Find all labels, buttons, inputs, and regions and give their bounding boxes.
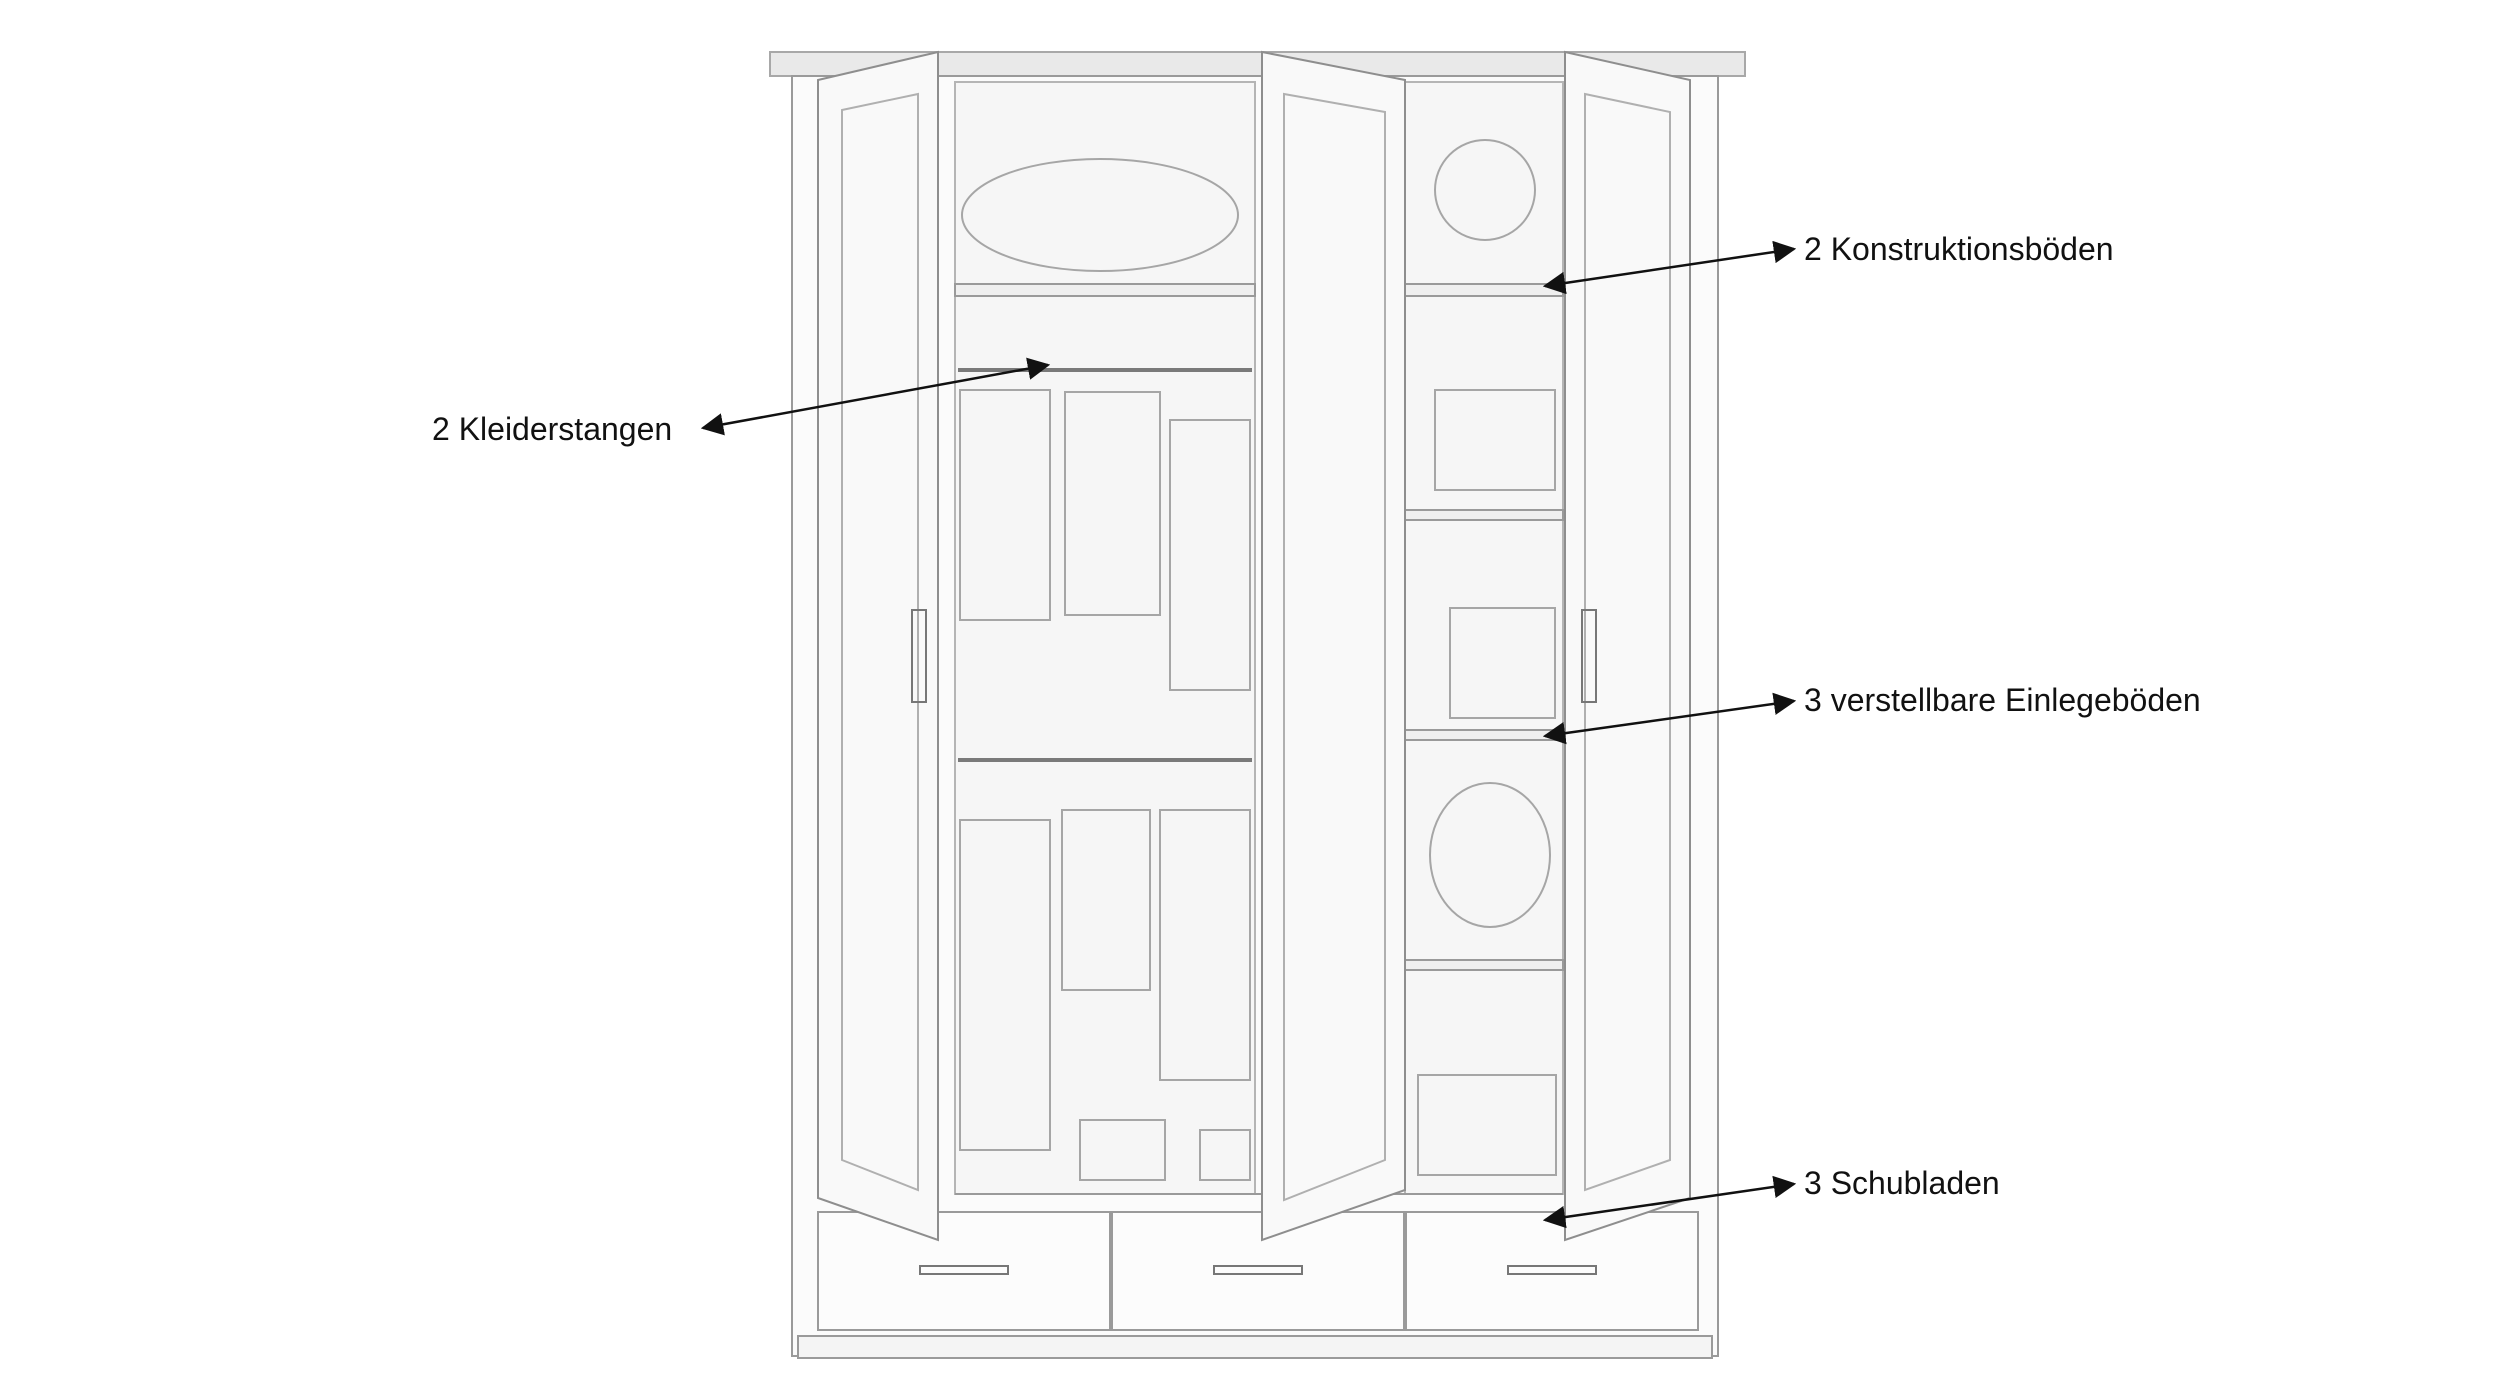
door-left [817, 50, 939, 1242]
arrow-kleiderstangen [700, 357, 1051, 436]
adjustable-shelf-1 [1404, 509, 1564, 521]
drawer-middle [1111, 1211, 1405, 1331]
arrow-konstruktionsboeden [1542, 240, 1797, 295]
wardrobe-top [769, 51, 1746, 77]
hanging-clothes-lower [959, 809, 1251, 1151]
storage-box-upper [1434, 389, 1556, 491]
baby-shoes [1079, 1119, 1251, 1181]
wardrobe [769, 50, 1746, 1359]
right-compartment [1404, 81, 1564, 1195]
label-einlegeboeden: 3 verstellbare Einlegeböden [1804, 682, 2201, 718]
annotation-arrows [700, 240, 1797, 1229]
arrow-einlegeboeden [1542, 692, 1797, 745]
wardrobe-base [797, 1335, 1713, 1359]
drawer-handle-right [1507, 1265, 1597, 1275]
door-middle-panel [1283, 92, 1386, 1202]
clothes-stack [1417, 1074, 1557, 1176]
adjustable-shelf-3 [1404, 959, 1564, 971]
drawer-handle-left [919, 1265, 1009, 1275]
plush-toys-right [1434, 139, 1536, 241]
plush-bear [961, 158, 1239, 272]
label-konstruktionsboeden: 2 Konstruktionsböden [1804, 231, 2114, 267]
door-right [1564, 50, 1691, 1242]
door-middle [1261, 50, 1406, 1242]
left-compartment [954, 81, 1256, 1195]
folded-blanket [1429, 782, 1551, 928]
adjustable-shelf-2 [1404, 729, 1564, 741]
storage-box-lower [1449, 607, 1556, 719]
door-right-panel [1584, 92, 1671, 1192]
label-schubladen: 3 Schubladen [1804, 1165, 2000, 1201]
construction-shelf-left [954, 283, 1256, 297]
arrow-schubladen [1542, 1175, 1797, 1229]
drawer-handle-middle [1213, 1265, 1303, 1275]
construction-shelf-right [1404, 283, 1564, 297]
door-left-panel [841, 92, 919, 1192]
label-kleiderstangen: 2 Kleiderstangen [432, 411, 673, 447]
drawer-right [1405, 1211, 1699, 1331]
door-left-handle [911, 609, 927, 703]
drawer-left [817, 1211, 1111, 1331]
